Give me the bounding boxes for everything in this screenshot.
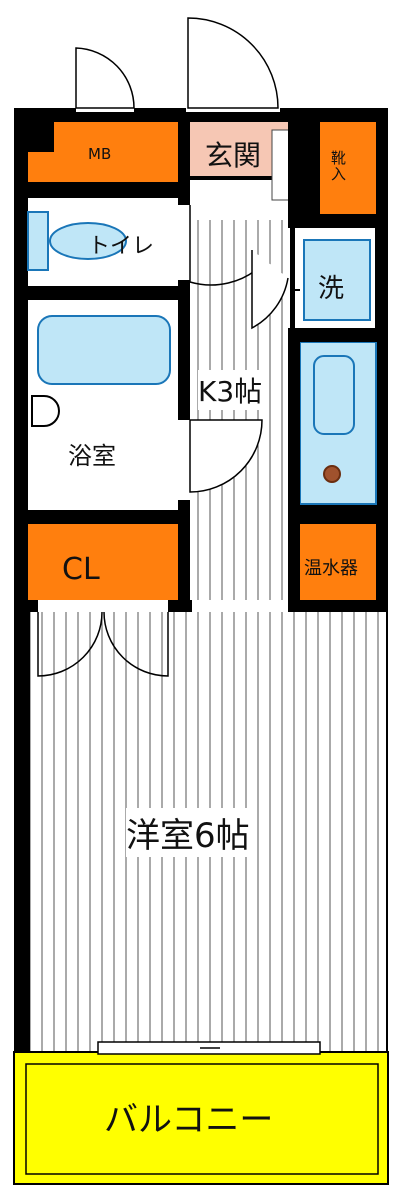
shoe-cabinet [320,122,376,214]
entrance-door-swing [187,17,279,109]
wall-segment [288,108,300,228]
bath-fixture-d [31,395,60,427]
wall-segment [14,510,190,524]
bathtub [37,315,171,385]
wall-segment [288,328,300,612]
wash-label: 洗 [318,274,345,304]
wall-segment [288,328,388,342]
water-heater-label: 温水器 [304,558,358,579]
mb-door-swing [75,47,135,109]
shoe-label: 靴入 [329,150,347,182]
closet [28,524,178,602]
toilet-label: トイレ [88,234,155,259]
water-heater [300,524,376,600]
wall-segment [14,182,190,198]
stove-burner [323,465,341,483]
closet-door-opening [38,600,168,612]
closet-door-right [103,611,169,677]
toilet-door-opening [178,205,190,280]
room-door-opening [192,600,288,612]
kitchen-label: K3帖 [198,370,263,410]
bath-label: 浴室 [68,442,116,470]
wash-basin [303,239,371,321]
mb-label: MB [88,145,112,163]
entrance-label: 玄関 [205,139,262,172]
balcony-rail [25,1063,379,1175]
closet-door-left [37,611,103,677]
bath-door-swing [189,419,263,493]
balcony-label: バルコニー [104,1100,274,1140]
wall-segment [14,286,190,300]
wash-door-swing [251,250,289,330]
bath-door-opening [178,420,190,500]
toilet-bowl [49,222,127,260]
kitchen-sink [313,355,355,435]
closet-label: CL [62,552,100,587]
western-room-label: 洋室6帖 [126,808,250,857]
toilet-tank [27,211,49,271]
balcony [13,1051,389,1185]
mb-notch [28,122,54,152]
